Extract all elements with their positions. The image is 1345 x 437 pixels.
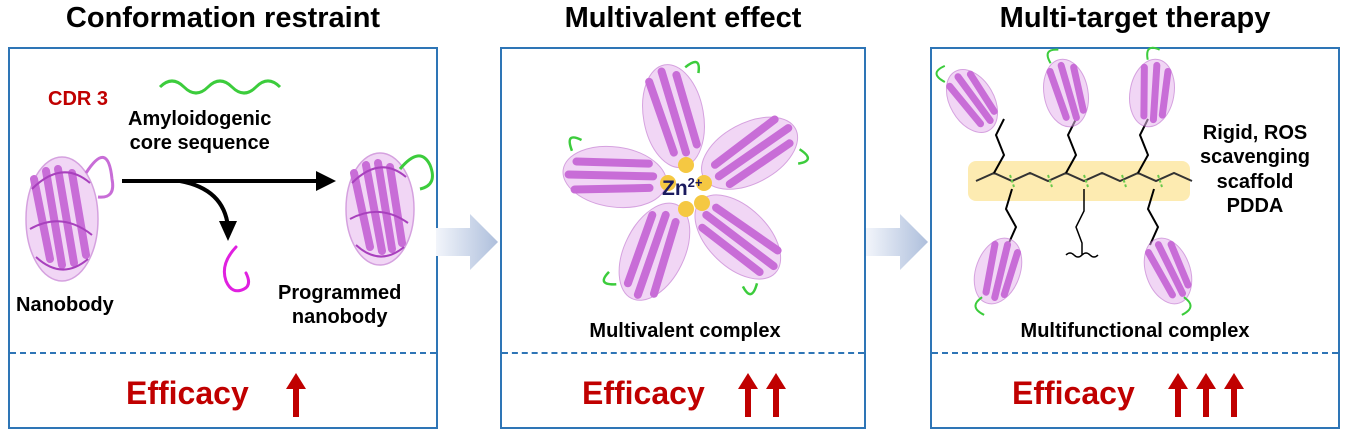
removed-loop-icon <box>222 245 251 293</box>
programmed-nanobody-icon <box>345 152 434 266</box>
panel-1-title: Conformation restraint <box>65 2 381 34</box>
transition-arrow-icon <box>436 214 498 270</box>
nanobody-petal-icon <box>562 136 667 209</box>
panel-1-divider <box>10 352 436 354</box>
efficacy-label-1: Efficacy <box>126 375 249 411</box>
multifunctional-complex-label: Multifunctional complex <box>1020 320 1250 342</box>
nanobody-icon <box>1143 237 1193 316</box>
efficacy-label-2: Efficacy <box>582 375 705 411</box>
core-sequence-label: Amyloidogenic core sequence <box>128 108 272 155</box>
panel-2-artwork <box>562 60 810 301</box>
cdr3-label: CDR 3 <box>48 88 109 110</box>
efficacy-up-arrow-icon <box>738 373 786 417</box>
nanobody-left-icon <box>25 156 115 282</box>
nanobody-icon <box>1043 48 1089 128</box>
nanobody-icon <box>935 64 999 133</box>
efficacy-up-arrow-icon <box>1168 373 1244 417</box>
nanobody-icon <box>973 237 1023 316</box>
panel-3-title: Multi-target therapy <box>999 2 1271 34</box>
nanobody-icon <box>1129 46 1175 128</box>
efficacy-up-arrow-icon <box>286 373 306 417</box>
panel-3-divider <box>932 352 1338 354</box>
core-sequence-icon <box>158 79 282 95</box>
panel-multivalent-effect: Zn2+ Multivalent complex Efficacy <box>500 47 866 429</box>
nanobody-petal-icon <box>642 60 705 169</box>
panel-2-title: Multivalent effect <box>564 2 802 34</box>
panel-2-divider <box>502 352 864 354</box>
panel-multi-target-therapy: Rigid, ROS scavenging scaffold PDDA Mult… <box>930 46 1340 429</box>
pdda-scaffold-icon <box>968 161 1190 201</box>
efficacy-label-3: Efficacy <box>1012 375 1135 411</box>
panel-3-artwork <box>935 46 1193 316</box>
programmed-nanobody-label: Programmed nanobody <box>278 282 402 329</box>
scaffold-label: Rigid, ROS scavenging scaffold PDDA <box>1199 122 1311 218</box>
panel-1-artwork <box>25 79 434 293</box>
multivalent-complex-label: Multivalent complex <box>589 320 781 342</box>
transition-arrow-icon <box>866 214 928 270</box>
zinc-ion-label: Zn2+ <box>662 175 703 200</box>
zinc-ion-icon <box>660 157 712 217</box>
nanobody-petal-icon <box>701 115 810 190</box>
nanobody-label: Nanobody <box>16 294 114 316</box>
panel-conformation-restraint: CDR 3 Amyloidogenic core sequence Nanobo… <box>8 47 438 429</box>
nanobody-petal-icon <box>602 202 691 301</box>
